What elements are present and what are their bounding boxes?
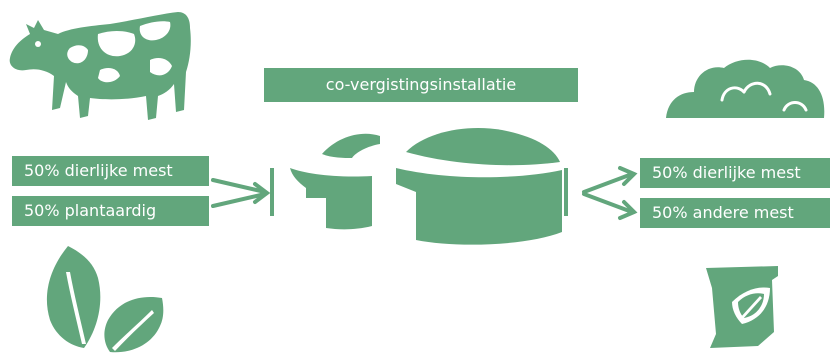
input-label-plant-based: 50% plantaardig [12,196,209,226]
output-arrows [564,166,638,220]
fertilizer-bag-icon [706,266,778,348]
output-label-other-manure: 50% andere mest [640,198,830,228]
installation-title: co-vergistingsinstallatie [264,68,578,102]
output-label-animal-manure: 50% dierlijke mest [640,158,830,188]
input-arrows [211,168,274,216]
input-label-animal-manure: 50% dierlijke mest [12,156,209,186]
cow-icon [9,12,191,120]
manure-pile-icon [666,59,825,118]
leaves-icon [46,246,164,353]
digester-icon [290,128,562,245]
